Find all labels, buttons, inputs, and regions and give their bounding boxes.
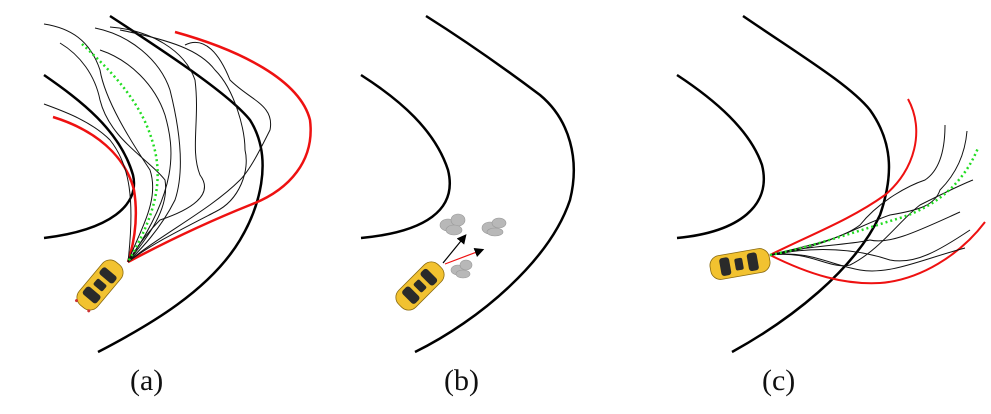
bound-left: [52, 115, 138, 263]
road-inner-edge: [360, 73, 451, 240]
car-icon: [75, 259, 124, 313]
obstacle-rock-2: [481, 217, 507, 237]
bound-upper: [769, 98, 918, 256]
arrow-red: [444, 248, 485, 265]
mean-trajectory: [81, 43, 159, 263]
road-outer-edge: [97, 14, 264, 354]
panel-c-graphic: [676, 14, 986, 354]
sample-trajectories: [43, 23, 272, 263]
caption-a: (a): [130, 364, 164, 397]
caption-b: (b): [444, 364, 479, 397]
road-outer-edge: [414, 14, 575, 354]
arrow-black: [442, 234, 467, 264]
panel-b: [330, 0, 660, 360]
caption-c: (c): [762, 364, 796, 397]
panel-a-graphic: [43, 14, 312, 354]
road-outer-edge: [731, 14, 891, 354]
car-icon: [709, 248, 771, 280]
panel-c: [660, 0, 991, 360]
mean-trajectory: [769, 147, 980, 257]
obstacle-rock-1: [439, 213, 466, 236]
bound-lower: [769, 221, 986, 285]
road-inner-edge: [676, 73, 765, 240]
bound-right: [127, 30, 312, 264]
panel-a: [0, 0, 330, 360]
car-icon: [395, 261, 445, 311]
obstacle-rock-3: [450, 259, 473, 279]
road-inner-edge: [43, 73, 136, 240]
panel-b-graphic: [360, 14, 575, 354]
